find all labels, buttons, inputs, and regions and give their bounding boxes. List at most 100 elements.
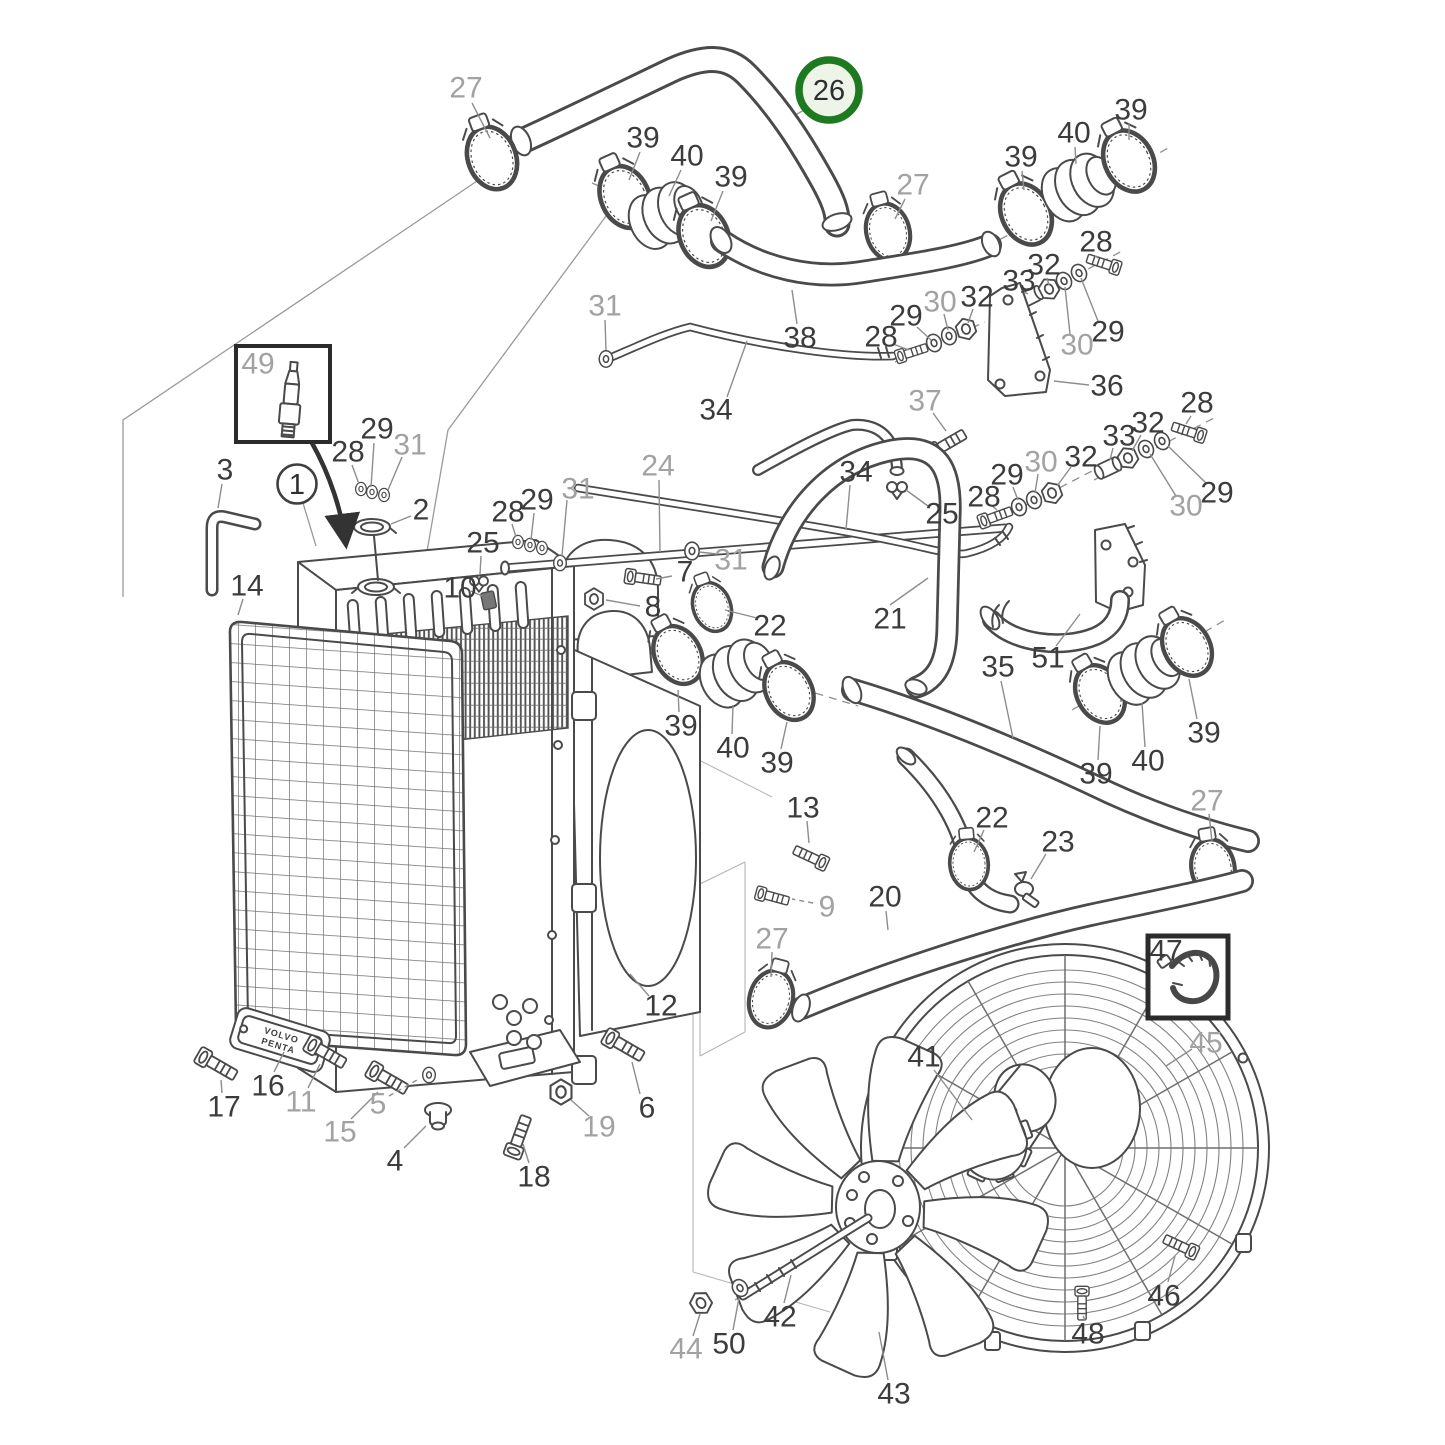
part-label-25[interactable]: 25 [466, 527, 499, 560]
part-label-28[interactable]: 28 [1180, 387, 1213, 420]
part-label-16[interactable]: 16 [251, 1070, 284, 1103]
part-label-19[interactable]: 19 [582, 1111, 615, 1144]
part-label-40[interactable]: 40 [716, 732, 749, 765]
part-label-36[interactable]: 36 [1090, 370, 1123, 403]
part-label-44[interactable]: 44 [669, 1333, 702, 1366]
part-label-17[interactable]: 17 [207, 1091, 240, 1124]
leader-line [273, 1051, 285, 1073]
part-label-30[interactable]: 30 [923, 286, 956, 319]
leader-line [943, 313, 949, 331]
part-label-31[interactable]: 31 [714, 544, 747, 577]
part-label-50[interactable]: 50 [712, 1328, 745, 1361]
part-label-5[interactable]: 5 [370, 1088, 387, 1121]
part-label-27[interactable]: 27 [896, 169, 929, 202]
part-label-27[interactable]: 27 [449, 72, 482, 105]
part-label-24[interactable]: 24 [641, 450, 674, 483]
leader-line [1056, 466, 1072, 487]
bracket-36 [987, 282, 1051, 397]
part-label-28[interactable]: 28 [1079, 226, 1112, 259]
part-label-51[interactable]: 51 [1031, 642, 1064, 675]
part-label-37[interactable]: 37 [908, 385, 941, 418]
part-label-39[interactable]: 39 [714, 161, 747, 194]
part-label-43[interactable]: 43 [877, 1378, 910, 1411]
part-label-41[interactable]: 41 [907, 1041, 940, 1074]
part-label-12[interactable]: 12 [644, 990, 677, 1023]
part-label-2[interactable]: 2 [413, 494, 430, 527]
part-label-29[interactable]: 29 [889, 300, 922, 333]
part-label-39[interactable]: 39 [1004, 141, 1037, 174]
part-label-34[interactable]: 34 [699, 394, 732, 427]
part-label-46[interactable]: 46 [1147, 1280, 1180, 1313]
part-label-39[interactable]: 39 [664, 710, 697, 743]
part-label-31[interactable]: 31 [561, 473, 594, 506]
highlighted-callout-26[interactable]: 26 [795, 56, 863, 124]
part-label-33[interactable]: 33 [1102, 420, 1135, 453]
part-label-23[interactable]: 23 [1041, 826, 1074, 859]
part-label-6[interactable]: 6 [639, 1092, 656, 1125]
part-label-18[interactable]: 18 [517, 1161, 550, 1194]
part-label-30[interactable]: 30 [1024, 446, 1057, 479]
part-label-42[interactable]: 42 [763, 1301, 796, 1334]
part-label-40[interactable]: 40 [1057, 117, 1090, 150]
part-label-31[interactable]: 31 [393, 429, 426, 462]
part-label-31[interactable]: 31 [588, 290, 621, 323]
part-label-3[interactable]: 3 [217, 454, 234, 487]
part-label-25[interactable]: 25 [925, 498, 958, 531]
callout-circle-1[interactable]: 1 [276, 463, 318, 505]
part-label-45[interactable]: 45 [1189, 1027, 1222, 1060]
part-label-20[interactable]: 20 [868, 881, 901, 914]
part-label-15[interactable]: 15 [323, 1116, 356, 1149]
part-label-34[interactable]: 34 [839, 456, 872, 489]
part-label-29[interactable]: 29 [360, 413, 393, 446]
part-label-29[interactable]: 29 [990, 459, 1023, 492]
frame-rivets [544, 645, 566, 1025]
part-label-28[interactable]: 28 [491, 496, 524, 529]
part-label-39[interactable]: 39 [1187, 717, 1220, 750]
part-label-30[interactable]: 30 [1060, 329, 1093, 362]
part-label-29[interactable]: 29 [520, 484, 553, 517]
part-label-13[interactable]: 13 [786, 792, 819, 825]
part-label-10[interactable]: 10 [443, 572, 476, 605]
part-label-8[interactable]: 8 [645, 591, 662, 624]
part-label-7[interactable]: 7 [677, 556, 694, 589]
part-label-30[interactable]: 30 [1169, 490, 1202, 523]
part-label-32[interactable]: 32 [1027, 249, 1060, 282]
part-label-27[interactable]: 27 [755, 923, 788, 956]
leader-line [916, 326, 932, 341]
part-label-35[interactable]: 35 [981, 651, 1014, 684]
part-label-48[interactable]: 48 [1071, 1318, 1104, 1351]
part-label-49[interactable]: 49 [241, 348, 274, 381]
part-label-32[interactable]: 32 [1064, 441, 1097, 474]
part-label-4[interactable]: 4 [387, 1145, 404, 1178]
part-label-32[interactable]: 32 [960, 281, 993, 314]
part-label-29[interactable]: 29 [1091, 316, 1124, 349]
drain-plug-4 [424, 1102, 452, 1131]
part-label-47[interactable]: 47 [1149, 935, 1182, 968]
part-label-40[interactable]: 40 [1131, 745, 1164, 778]
part-label-28[interactable]: 28 [864, 321, 897, 354]
part-label-39[interactable]: 39 [626, 122, 659, 155]
part-label-32[interactable]: 32 [1131, 407, 1164, 440]
part-label-21[interactable]: 21 [873, 603, 906, 636]
part-label-38[interactable]: 38 [783, 322, 816, 355]
part-label-33[interactable]: 33 [1002, 265, 1035, 298]
leader-line [631, 1061, 641, 1095]
part-label-28[interactable]: 28 [967, 481, 1000, 514]
part-label-29[interactable]: 29 [1200, 477, 1233, 510]
part-label-39[interactable]: 39 [760, 747, 793, 780]
part-label-9[interactable]: 9 [819, 891, 836, 924]
part-label-39[interactable]: 39 [1114, 94, 1147, 127]
part-label-28[interactable]: 28 [331, 436, 364, 469]
part-label-40[interactable]: 40 [670, 140, 703, 173]
part-label-14[interactable]: 14 [230, 570, 263, 603]
bracket-10 [480, 590, 498, 611]
part-label-39[interactable]: 39 [1079, 758, 1112, 791]
part-label-22[interactable]: 22 [753, 610, 786, 643]
part-label-11[interactable]: 11 [285, 1086, 316, 1119]
leader-line [791, 289, 798, 325]
leader-line [806, 820, 810, 844]
part-label-22[interactable]: 22 [975, 802, 1008, 835]
bolt-6 [599, 1026, 648, 1066]
part-label-27[interactable]: 27 [1190, 785, 1223, 818]
leader-line [350, 1091, 379, 1120]
